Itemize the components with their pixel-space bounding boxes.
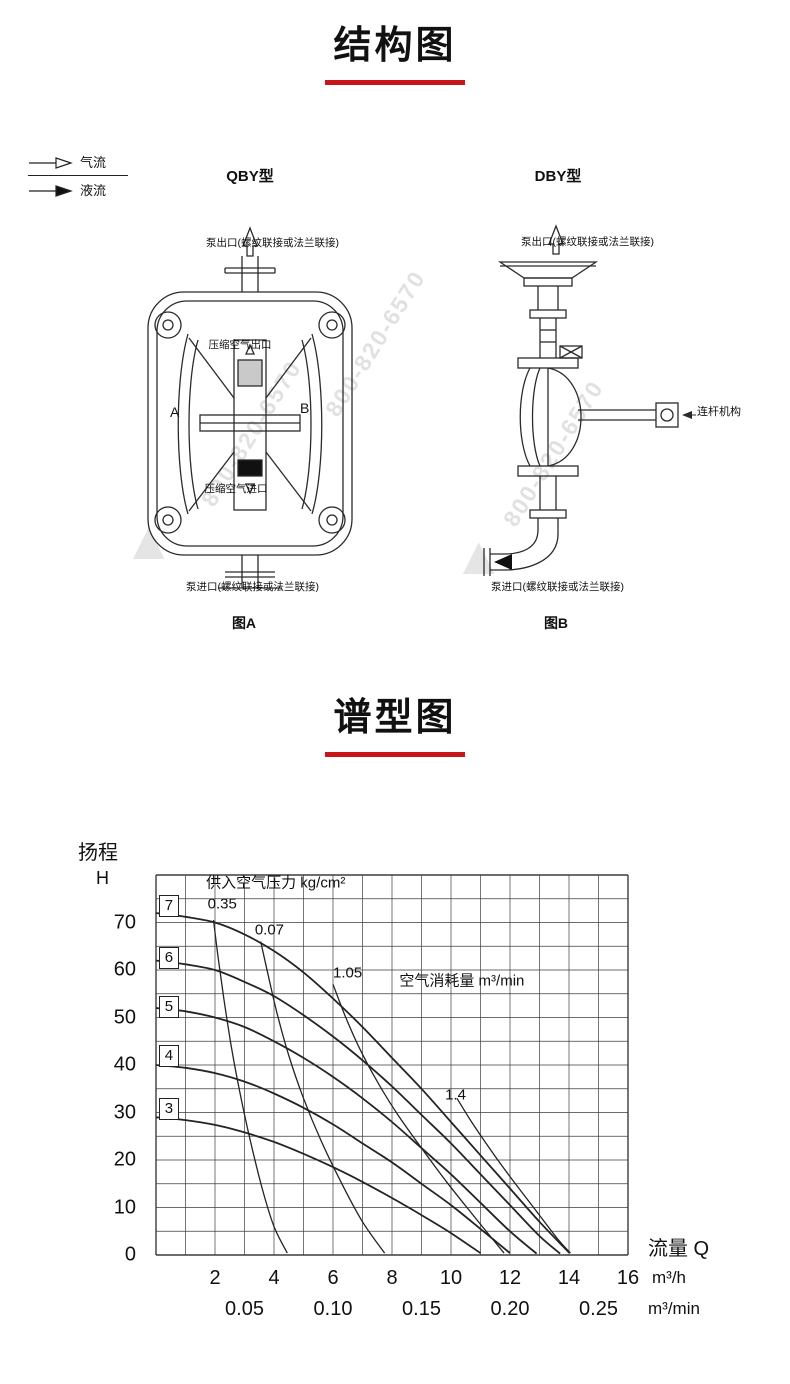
qby-air-inlet-label: 压缩空气进口 (204, 483, 268, 495)
structure-section-title: 结构图 (0, 14, 790, 85)
dby-inlet-label: 泵进口(螺纹联接或法兰联接) (491, 581, 624, 593)
spectrum-section-title: 谱型图 (0, 686, 790, 757)
curve-head-curve-6 (155, 959, 561, 1255)
performance-chart: 0 10 20 30 40 50 60 70 2 4 6 8 10 12 14 16 0.05 0.10 0.15 0… (80, 835, 780, 1355)
x-tick-min-label: 0.15 (402, 1298, 441, 1320)
qby-chamber-b-label: B (300, 400, 310, 416)
chart-annotation: 1.05 (333, 964, 363, 982)
flow-legend: 气流 液流 (28, 148, 128, 203)
liquid-flow-arrow-icon (29, 184, 73, 197)
x-tick-label: 16 (616, 1267, 640, 1289)
curve-number-box: 7 (158, 895, 179, 918)
structure-title-text: 结构图 (325, 14, 465, 85)
y-tick-label: 60 (113, 958, 136, 981)
qby-outlet-label: 泵出口(螺纹联接或法兰联接) (206, 237, 339, 249)
y-axis-title-symbol: H (96, 868, 109, 888)
x-tick-label: 12 (498, 1267, 522, 1289)
x-tick-min-label: 0.10 (313, 1298, 353, 1320)
qby-air-outlet-label: 压缩空气出口 (208, 339, 272, 351)
curve-number-box: 5 (158, 996, 179, 1019)
qby-figure-caption: 图A (231, 615, 257, 631)
curve-air-consumption-1.4 (456, 1097, 571, 1254)
chart-annotation: 0.35 (207, 895, 237, 913)
chart-labels-overlay: 0 10 20 30 40 50 60 70 2 4 6 8 10 12 14 16 0.05 0.10 0.15 0… (80, 835, 780, 1355)
y-tick-label: 70 (113, 911, 136, 933)
x-tick-min-label: 0.05 (225, 1298, 264, 1320)
watermark-logo-2: ▲ (452, 526, 506, 586)
dby-figure-caption: 图B (543, 615, 569, 631)
dby-pump-diagram (483, 224, 696, 576)
spectrum-title-text: 谱型图 (325, 686, 465, 757)
curve-air-pressure-1.05 (332, 984, 505, 1254)
legend-row-air: 气流 (28, 148, 128, 176)
x-axis-unit-min: m³/min (648, 1299, 700, 1318)
legend-air-label: 气流 (80, 155, 107, 170)
x-axis-unit-h: m³/h (652, 1268, 686, 1287)
x-tick-label: 4 (268, 1267, 280, 1289)
qby-chamber-a-label: A (170, 404, 180, 420)
curve-head-curve-5 (155, 1007, 538, 1255)
x-tick-label: 2 (209, 1267, 221, 1289)
chart-annotation: 供入空气压力 kg/cm² (206, 874, 346, 892)
curve-number-box: 6 (158, 946, 179, 969)
curve-number-box: 3 (158, 1097, 179, 1120)
legend-row-liquid: 液流 (28, 176, 128, 203)
dby-figure-title: DBY型 (534, 168, 582, 185)
y-axis-title-cn: 扬程 (78, 842, 118, 864)
x-tick-label: 8 (386, 1267, 398, 1289)
curve-head-curve-4 (155, 1064, 511, 1254)
y-tick-label: 30 (113, 1101, 136, 1123)
chart-plot-area (155, 874, 629, 1256)
x-tick-label: 14 (557, 1267, 581, 1289)
x-axis-title: 流量 Q (648, 1238, 710, 1260)
curve-air-pressure-0.35 (212, 920, 288, 1254)
x-tick-min-label: 0.25 (579, 1298, 618, 1320)
watermark-logo-1: ▲ (122, 511, 176, 571)
legend-liquid-label: 液流 (80, 183, 107, 198)
y-tick-label: 0 (124, 1243, 136, 1266)
curve-head-curve-3 (155, 1116, 482, 1254)
dby-outlet-label: 泵出口(螺纹联接或法兰联接) (521, 236, 654, 248)
qby-pump-diagram (147, 226, 353, 589)
x-tick-label: 6 (327, 1267, 339, 1289)
qby-inlet-label: 泵进口(螺纹联接或法兰联接) (186, 581, 319, 593)
x-tick-label: 10 (439, 1267, 463, 1289)
chart-annotation: 1.4 (445, 1086, 466, 1104)
curve-head-curve-7 (155, 912, 570, 1254)
y-tick-label: 50 (113, 1006, 136, 1028)
y-tick-label: 40 (113, 1053, 136, 1076)
x-tick-min-label: 0.20 (490, 1298, 530, 1320)
curve-number-box: 4 (158, 1045, 179, 1068)
y-tick-label: 10 (113, 1196, 136, 1218)
dby-rod-label: 连杆机构 (697, 406, 741, 418)
air-flow-arrow-icon (29, 156, 73, 169)
y-tick-label: 20 (113, 1148, 136, 1171)
chart-annotation: 空气消耗量 m³/min (399, 972, 525, 989)
chart-annotation: 0.07 (254, 921, 285, 939)
curve-air-pressure-0.07 (260, 941, 386, 1254)
qby-figure-title: QBY型 (226, 168, 274, 185)
